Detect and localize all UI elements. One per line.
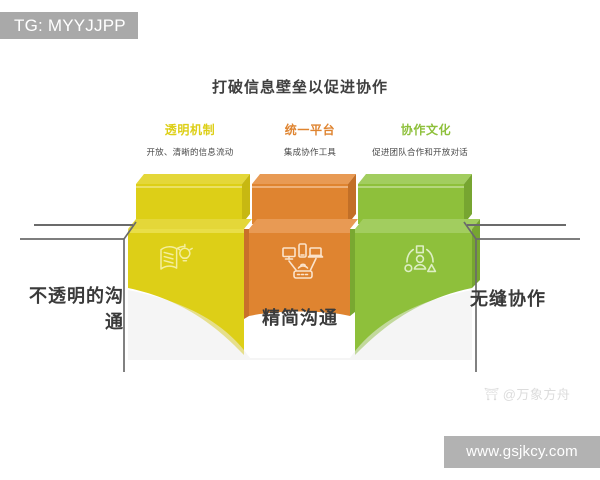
lower-block-green-cap xyxy=(355,219,480,229)
upper-block-green-face xyxy=(358,184,464,224)
abutment-connector-right xyxy=(463,221,477,240)
lower-block-green-top-edge xyxy=(355,229,472,233)
road-deck-lines xyxy=(20,221,580,372)
arch-underside-shade xyxy=(128,290,472,360)
column-subtext-transparency: 开放、清晰的信息流动 xyxy=(146,147,234,157)
watermark-left-glyph-icon: ⛩ xyxy=(484,386,500,401)
upper-block-green-top xyxy=(358,174,472,184)
column-subtext-culture: 促进团队合作和开放对话 xyxy=(372,147,468,157)
label-center-streamlined-communication: 精简沟通 xyxy=(262,308,338,328)
url-watermark-band: www.gsjkcy.com xyxy=(444,436,600,468)
upper-block-green-side xyxy=(464,174,472,224)
lower-block-green-side xyxy=(350,229,355,316)
column-heading-transparency: 透明机制 xyxy=(164,123,216,137)
connected-devices-icon xyxy=(282,243,324,279)
team-shapes-icon xyxy=(404,245,437,273)
page-title: 打破信息壁垒以促进协作 xyxy=(211,79,388,96)
upper-block-orange-face xyxy=(252,184,348,224)
lower-block-orange xyxy=(249,229,350,316)
upper-block-yellow-top xyxy=(136,174,250,184)
lower-block-yellow-top-edge xyxy=(128,229,244,233)
upper-block-orange-top xyxy=(252,174,356,184)
account-watermark: ⛩ @万象方舟 xyxy=(484,384,570,403)
column-heading-platform: 统一平台 xyxy=(284,123,336,137)
upper-block-yellow-side xyxy=(242,174,250,224)
label-left-opaque-communication: 不透明的沟通 xyxy=(29,286,124,332)
abutment-connector-left xyxy=(123,221,137,240)
bridge-upper-deck xyxy=(136,174,472,224)
upper-block-yellow-face xyxy=(136,184,242,224)
lower-block-orange-top-edge xyxy=(249,229,350,233)
lower-block-orange-side xyxy=(244,229,249,319)
upper-block-orange-side xyxy=(348,174,356,224)
book-lightbulb-icon xyxy=(160,243,193,270)
lower-block-orange-cap xyxy=(249,219,358,229)
column-subtext-platform: 集成协作工具 xyxy=(283,147,337,157)
lower-block-green xyxy=(355,229,472,355)
column-heading-culture: 协作文化 xyxy=(400,123,452,137)
account-watermark-text: @万象方舟 xyxy=(502,387,571,402)
tg-watermark-band: TG: MYYJJPP xyxy=(0,12,138,39)
label-right-seamless-collaboration: 无缝协作 xyxy=(470,289,546,309)
lower-block-yellow-cap xyxy=(128,219,252,229)
